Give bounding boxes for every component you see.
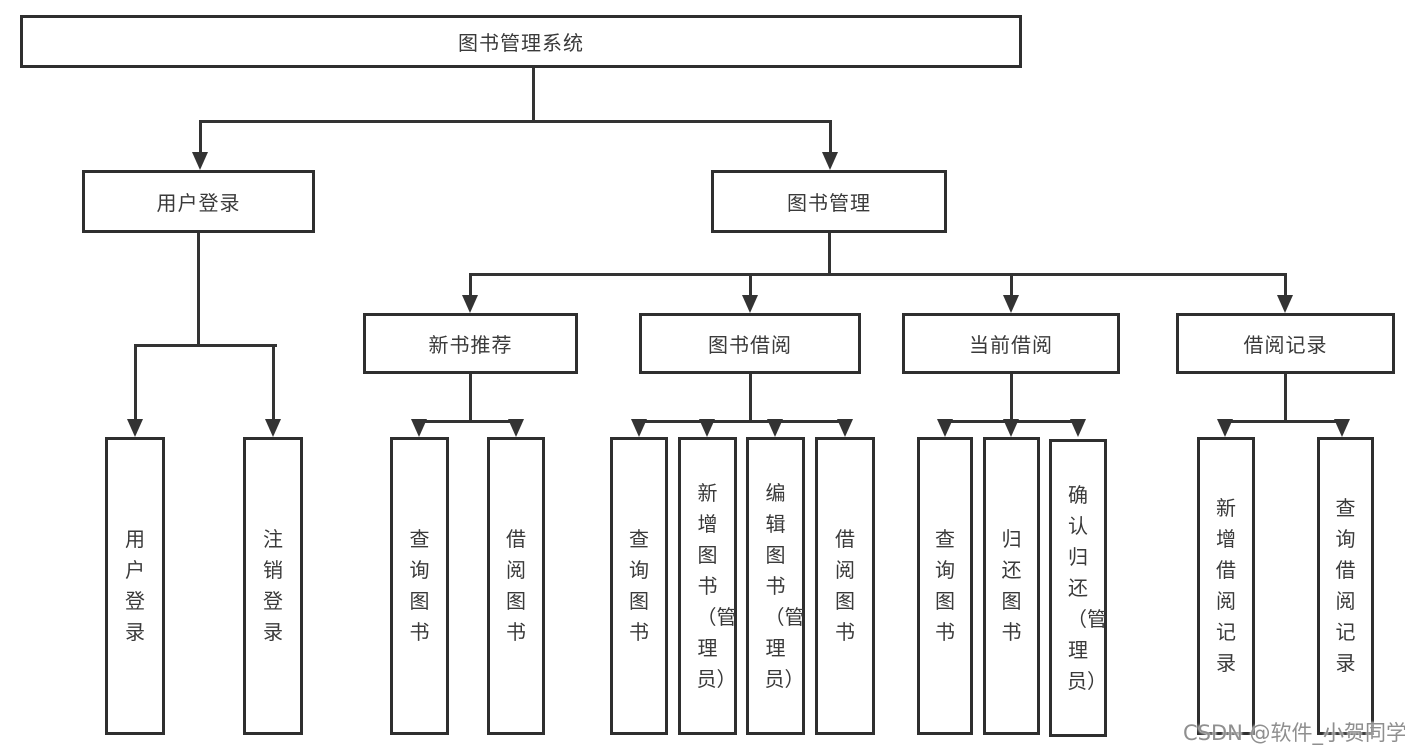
leaf-logout: 注销登录 [243,437,303,735]
connector-line [272,344,275,421]
connector-line [829,120,832,156]
arrowhead-icon [937,419,953,437]
leaf-current-confirm-return-admin: 确认归还（管理员） [1049,439,1107,737]
leaf-label: 查询图书 [409,527,430,644]
arrowhead-icon [192,152,208,170]
leaf-borrowing-query-books: 查询图书 [610,437,668,735]
arrowhead-icon [742,295,758,313]
arrowhead-icon [822,152,838,170]
node-label: 新书推荐 [428,333,513,357]
connector-line [1225,420,1343,423]
csdn-watermark: CSDN @软件_小贺同学 [1183,721,1405,745]
leaf-label: 查询借阅记录 [1335,496,1356,675]
arrowhead-icon [699,419,715,437]
arrowhead-icon [265,419,281,437]
node-new-book-recommendation: 新书推荐 [363,313,578,374]
arrowhead-icon [1334,419,1350,437]
node-label: 借阅记录 [1243,333,1328,357]
leaf-label: 查询图书 [629,527,649,644]
node-label: 用户登录 [156,191,241,215]
arrowhead-icon [631,419,647,437]
connector-line [419,420,517,423]
connector-line [199,120,832,123]
leaf-label: 确认归还（管理员） [1067,482,1107,693]
connector-line [469,273,1286,276]
node-label: 图书管理 [787,191,871,215]
connector-line [197,233,200,346]
arrowhead-icon [508,419,524,437]
arrowhead-icon [1003,295,1019,313]
leaf-label: 注销登录 [263,527,283,644]
leaf-records-query-record: 查询借阅记录 [1317,437,1374,735]
arrowhead-icon [1070,419,1086,437]
leaf-records-add-record: 新增借阅记录 [1197,437,1255,735]
node-current-borrowing: 当前借阅 [902,313,1120,374]
connector-line [532,68,535,122]
leaf-label: 借阅图书 [835,527,855,644]
leaf-borrowing-edit-books-admin: 编辑图书（管理员） [746,437,805,735]
connector-line [469,273,472,299]
connector-line [828,233,831,275]
leaf-label: 用户登录 [125,527,145,644]
connector-line [1010,374,1013,422]
leaf-recommend-borrow-books: 借阅图书 [487,437,545,735]
leaf-label: 新增图书（管理员） [696,480,737,691]
connector-line [1284,374,1287,422]
arrowhead-icon [1277,295,1293,313]
leaf-label: 新增借阅记录 [1216,496,1236,675]
leaf-label: 归还图书 [1001,527,1022,644]
connector-line [469,374,472,422]
arrowhead-icon [127,419,143,437]
connector-line [134,344,137,421]
connector-line [199,120,202,156]
leaf-borrowing-borrow-books: 借阅图书 [815,437,875,735]
arrowhead-icon [462,295,478,313]
node-label: 图书借阅 [708,333,792,357]
node-library-management-system: 图书管理系统 [20,15,1022,68]
connector-line [134,344,277,347]
leaf-current-return-books: 归还图书 [983,437,1040,735]
node-label: 图书管理系统 [458,31,584,55]
node-label: 当前借阅 [969,333,1053,357]
connector-line [639,420,846,423]
connector-line [749,273,752,299]
connector-line [1010,273,1013,299]
arrowhead-icon [1003,419,1019,437]
arrowhead-icon [411,419,427,437]
arrowhead-icon [1217,419,1233,437]
connector-line [1284,273,1287,299]
arrowhead-icon [837,419,853,437]
node-book-management: 图书管理 [711,170,947,233]
arrowhead-icon [767,419,783,437]
leaf-current-query-books: 查询图书 [917,437,973,735]
leaf-user-login: 用户登录 [105,437,165,735]
node-book-borrowing: 图书借阅 [639,313,861,374]
leaf-borrowing-add-books-admin: 新增图书（管理员） [678,437,737,735]
leaf-label: 编辑图书（管理员） [764,480,805,691]
leaf-label: 查询图书 [935,527,955,644]
connector-line [749,374,752,422]
leaf-label: 借阅图书 [506,527,526,644]
leaf-recommend-query-books: 查询图书 [390,437,449,735]
node-user-login: 用户登录 [82,170,315,233]
node-borrowing-records: 借阅记录 [1176,313,1395,374]
